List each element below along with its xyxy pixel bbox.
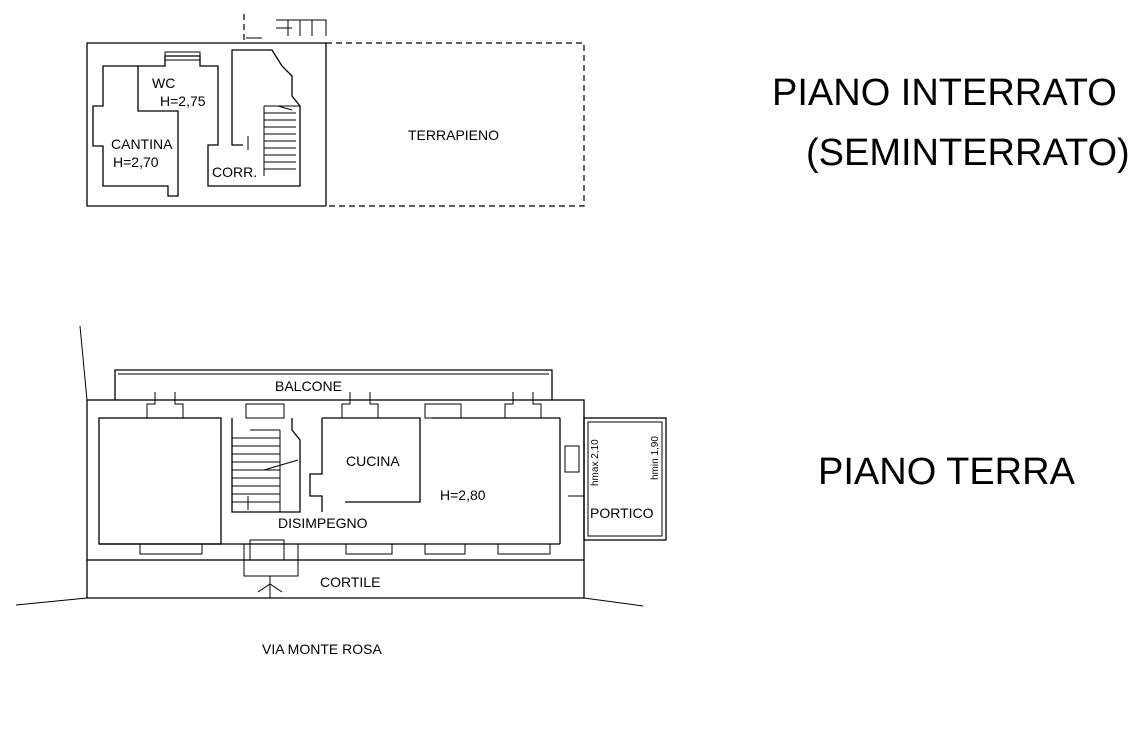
porch-hmax-label: hmax 2,10 xyxy=(590,439,601,486)
porch-column xyxy=(564,445,580,473)
kitchen-wall xyxy=(309,418,323,512)
porch-inner xyxy=(587,421,663,537)
terrapieno-label: TERRAPIENO xyxy=(408,127,499,143)
wc-walls xyxy=(137,66,179,140)
ground-floor-title: PIANO TERRA xyxy=(818,451,1076,493)
porch-outline xyxy=(583,417,667,541)
ground-floor-plan: BALCONE CUCINA H=2,80 DISIMPEGNO PORTICO… xyxy=(15,325,667,607)
kitchen-label: CUCINA xyxy=(346,453,400,469)
porch-hmin-label: hmin 1,90 xyxy=(650,436,661,480)
cantina-label: CANTINA xyxy=(111,136,173,152)
stair-walls xyxy=(231,418,301,513)
kitchen-wall xyxy=(322,417,421,503)
wc-label: WC xyxy=(152,75,175,91)
ground-stair-steps xyxy=(232,429,299,512)
balcony-label: BALCONE xyxy=(275,378,342,394)
top-windows xyxy=(146,392,542,419)
basement-outer-wall xyxy=(86,42,326,207)
bottom-windows xyxy=(139,539,551,598)
entrance-outline xyxy=(276,19,327,36)
stair-steps xyxy=(263,105,296,176)
street-line-left xyxy=(15,597,88,606)
cantina-walls xyxy=(92,65,179,197)
courtyard-label: CORTILE xyxy=(320,574,380,590)
cantina-height-label: H=2,70 xyxy=(113,154,159,170)
street-line-right xyxy=(583,597,644,607)
terrapieno-outline xyxy=(326,42,585,207)
basement-plan: WC H=2,75 CANTINA H=2,70 CORR. TERRAPIEN… xyxy=(86,14,585,207)
street-label: VIA MONTE ROSA xyxy=(262,641,382,657)
basement-window xyxy=(164,51,201,61)
basement-title: PIANO INTERRATO xyxy=(772,72,1117,114)
corridor-walls xyxy=(207,49,301,187)
left-room-wall xyxy=(98,417,222,545)
porch-label: PORTICO xyxy=(590,505,654,521)
boundary-line xyxy=(79,325,88,401)
wc-walls xyxy=(138,55,219,156)
basement-subtitle: (SEMINTERRATO) xyxy=(806,132,1130,174)
wc-height-label: H=2,75 xyxy=(160,93,206,109)
living-height-label: H=2,80 xyxy=(440,487,486,503)
hallway-label: DISIMPEGNO xyxy=(278,515,368,531)
courtyard-outline xyxy=(86,560,585,599)
building-outer-wall xyxy=(86,399,585,561)
balcony-outline xyxy=(114,369,553,400)
corridor-label: CORR. xyxy=(212,164,257,180)
